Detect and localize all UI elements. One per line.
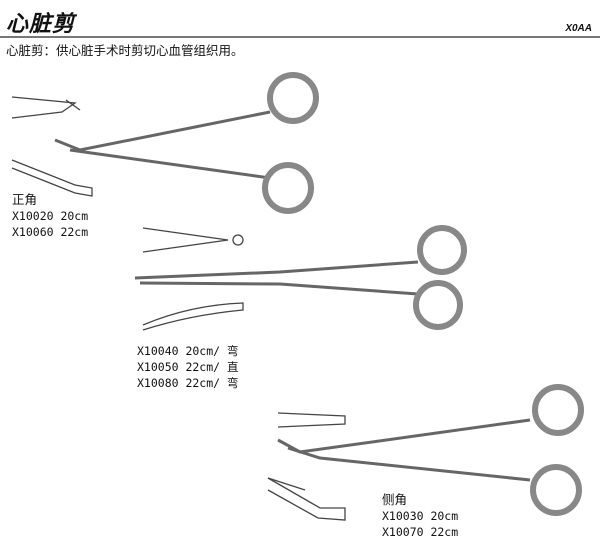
- product-group-right-angle: 正角 X10020 20cm X10060 22cm: [12, 192, 88, 240]
- product-type-label: 正角: [12, 192, 38, 207]
- product-code: X10050 22cm/ 直: [137, 360, 239, 374]
- product-type-label: 侧角: [382, 492, 408, 507]
- scissors-metzenbaum-image: [134, 225, 467, 331]
- product-code: X10040 20cm/ 弯: [137, 344, 239, 358]
- page-title: 心脏剪: [6, 12, 76, 37]
- product-code: X10020 20cm: [12, 209, 89, 223]
- scissors-side-angle-image: [267, 384, 584, 521]
- catalog-code: X0AA: [565, 23, 592, 34]
- product-code: X10070 22cm: [382, 525, 459, 539]
- scissors-right-angle-image: [11, 72, 319, 214]
- product-code: X10030 20cm: [382, 509, 459, 523]
- product-group-curved-straight: X10040 20cm/ 弯 X10050 22cm/ 直 X10080 22c…: [137, 343, 239, 391]
- product-code: X10060 22cm: [12, 225, 89, 239]
- product-group-side-angle: 侧角 X10030 20cm X10070 22cm: [382, 492, 458, 540]
- product-code: X10080 22cm/ 弯: [137, 376, 239, 390]
- description: 心脏剪：供心脏手术时剪切心血管组织用。: [6, 43, 244, 58]
- header-divider: [0, 36, 600, 38]
